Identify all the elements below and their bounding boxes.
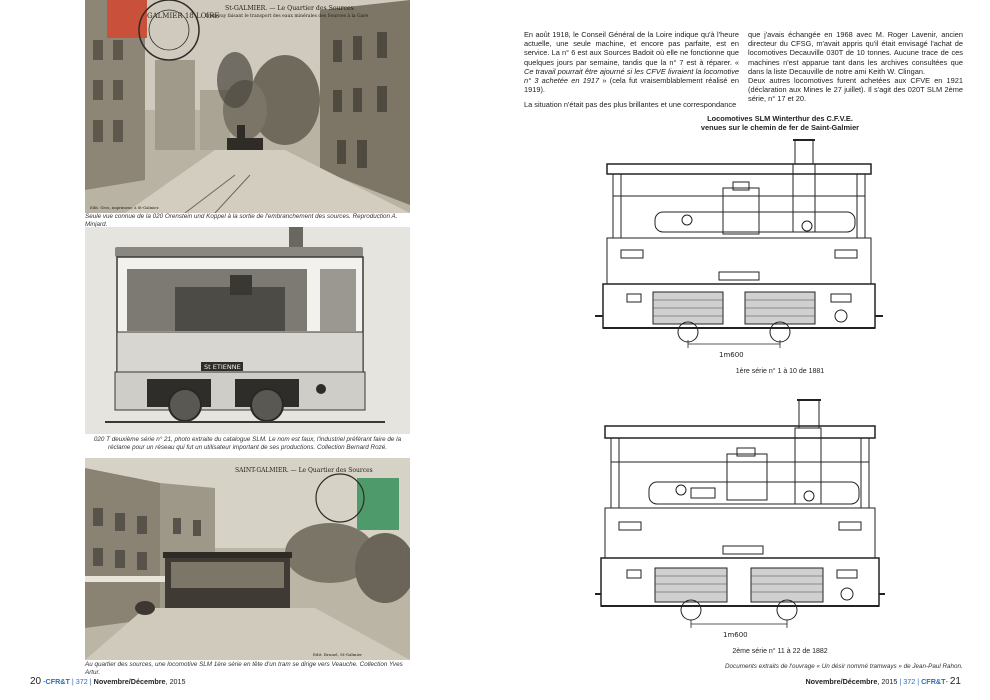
footer-separator: - [43, 677, 46, 686]
photo1-caption: Seule vue connue de la 020 Orenstein und… [85, 213, 398, 228]
article-column-2: que j'avais échangée en 1968 avec M. Rog… [748, 30, 963, 110]
postmark-text: GALMIER 18 LOIRE [147, 12, 220, 20]
postcard-subtitle: Tramway faisant le transport des eaux mi… [205, 12, 368, 19]
photo-orenstein-koppel-postcard: GALMIER 18 LOIRE St-GALMIER. — Le Quarti… [85, 0, 410, 213]
nameplate-text: St ETIENNE [204, 363, 241, 371]
magazine-brand: CFR&T [45, 677, 70, 686]
footer-separator: - [945, 677, 948, 686]
issue-number: 372 [903, 677, 916, 686]
paragraph-2: La situation n'était pas des plus brilla… [524, 100, 737, 110]
postcard-title: St-GALMIER. — Le Quartier des Sources [225, 5, 354, 12]
issue-number: 372 [75, 677, 88, 686]
postcard-publisher: Edit. Brunel, St-Galmier [313, 652, 362, 657]
magazine-brand: CFR&T [921, 677, 946, 686]
plates-title: Locomotives SLM Winterthur des C.F.V.E. … [700, 114, 860, 132]
drawing1-label: 1ère série n° 1 à 10 de 1881 [735, 368, 825, 375]
page-number: 21 [949, 676, 961, 687]
drawing2-scale: 1m600 [723, 631, 748, 639]
drawing2-label: 2ème série n° 11 à 22 de 1882 [732, 648, 828, 655]
documents-credit: Documents extraits de l'ouvrage « Un dés… [725, 663, 963, 670]
paragraph-4: Deux autres locomotives furent achetées … [748, 76, 963, 104]
postcard-title: SAINT-GALMIER. — Le Quartier des Sources [235, 467, 373, 474]
locomotive-drawing-series-1: 1m600 [595, 138, 885, 360]
drawing1-scale: 1m600 [719, 351, 744, 359]
left-page-footer: 20 -CFR&T | 372 | Novembre/Décembre, 201… [30, 676, 186, 687]
right-page: En août 1918, le Conseil Général de la L… [495, 0, 990, 700]
issue-date: Novembre/Décembre [93, 677, 166, 686]
issue-year: 2015 [169, 677, 186, 686]
photo3-caption: Au quartier des sources, une locomotive … [85, 661, 403, 676]
photo-tram-veauche-postcard: SAINT-GALMIER. — Le Quartier des Sources… [85, 458, 410, 660]
postcard-publisher: Edit. Gros, imprimeur, à St-Galmier. [90, 205, 159, 210]
locomotive-drawing-series-2: 1m600 [595, 398, 885, 640]
right-page-footer: Novembre/Décembre, 2015 | 372 | CFR&T- 2… [805, 676, 961, 687]
photo2-caption: 020 T deuxième série n° 21, photo extrai… [93, 436, 402, 451]
issue-date: Novembre/Décembre [805, 677, 878, 686]
issue-year: 2015 [881, 677, 898, 686]
paragraph-1: En août 1918, le Conseil Général de la L… [524, 30, 739, 95]
page-number: 20 [30, 676, 42, 687]
photo-slm-catalogue: St ETIENNE [85, 227, 410, 434]
article-column-1: En août 1918, le Conseil Général de la L… [524, 30, 739, 116]
paragraph-3: que j'avais échangée en 1968 avec M. Rog… [748, 30, 963, 76]
left-page: GALMIER 18 LOIRE St-GALMIER. — Le Quarti… [30, 0, 410, 687]
quoted-text: Ce travail pourrait être ajourné si les … [524, 66, 739, 86]
